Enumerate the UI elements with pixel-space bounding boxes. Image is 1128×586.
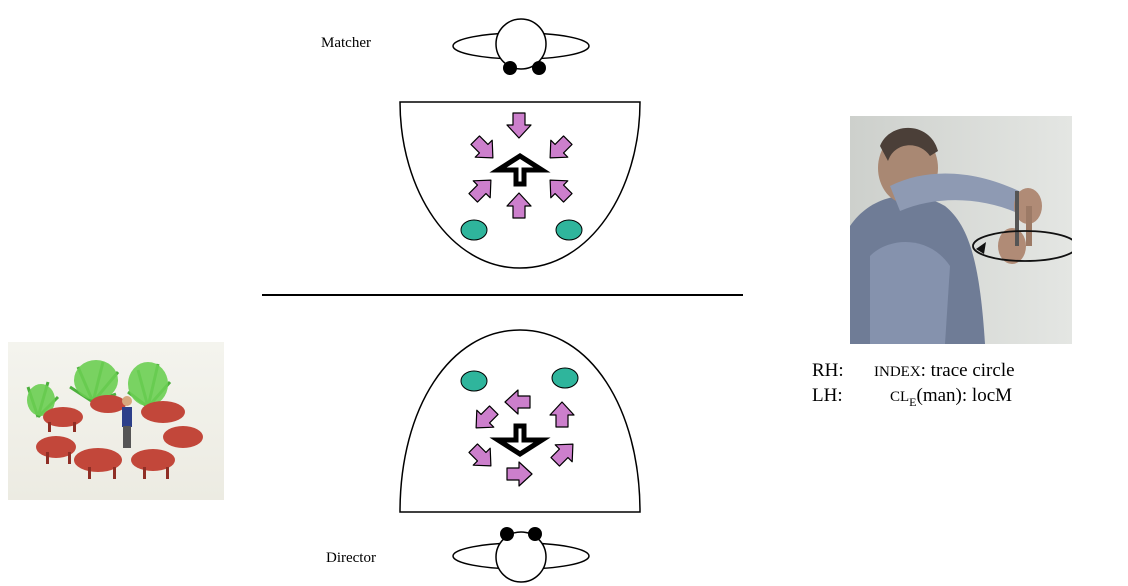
gloss-rh-handshape: INDEX	[874, 364, 921, 380]
gloss-rh-description: : trace circle	[920, 360, 1015, 381]
gloss-rh-label: RH:	[812, 360, 844, 381]
director-dot-left	[460, 370, 488, 392]
gloss-left-hand: LH: CLE(man): locM	[812, 385, 1012, 410]
director-signing-space	[399, 329, 641, 513]
gloss-lh-subscript: E	[909, 394, 917, 409]
gloss-lh-label: LH:	[812, 385, 843, 406]
gloss-lh-description: (man): locM	[916, 385, 1013, 406]
matcher-dot-left	[460, 219, 488, 241]
gloss-right-hand: RH: INDEX: trace circle	[812, 360, 1015, 382]
director-label: Director	[326, 550, 376, 566]
signer-photo	[850, 116, 1072, 344]
matcher-head-icon	[452, 18, 590, 75]
direction-arrow-down	[489, 423, 551, 457]
matcher-label: Matcher	[321, 35, 371, 51]
matcher-dot-right	[555, 219, 583, 241]
gloss-lh-classifier: CL	[890, 389, 910, 405]
pigs-figurine-photo	[8, 342, 224, 500]
director-dot-right	[551, 367, 579, 389]
director-head-icon	[452, 527, 590, 583]
direction-arrow-up	[489, 153, 551, 187]
matcher-signing-space	[399, 101, 641, 269]
